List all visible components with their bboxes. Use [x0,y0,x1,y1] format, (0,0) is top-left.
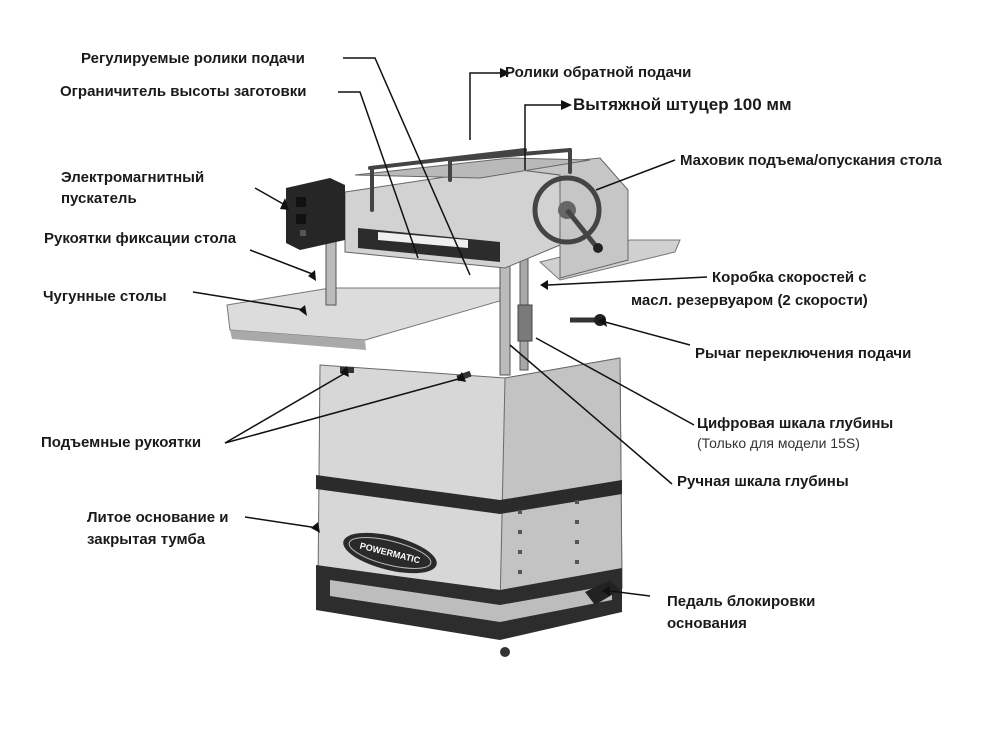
leader-dust-port [524,104,561,170]
leader-table-locks [249,249,316,276]
leader-lift-left [224,371,348,444]
return-rollers [368,148,572,212]
label-base-line1: Литое основание и [87,509,229,526]
label-mag-starter-line1: Электромагнитный [61,169,205,186]
label-handwheel: Маховик подъема/опускания стола [680,152,942,169]
cabinet-vents [518,500,579,574]
leader-return-rollers [469,72,500,140]
label-dust-port: Вытяжной штуцер 100 мм [573,95,792,114]
leader-mag-starter [254,187,286,206]
lock-pedal [585,580,620,605]
label-feed-lever: Рычаг переключения подачи [695,345,912,362]
label-table-locks: Рукоятки фиксации стола [44,230,237,247]
label-lift-handles: Подъемные рукоятки [41,434,202,451]
leader-base [244,516,319,529]
digital-scale [517,304,533,342]
leader-pedal [609,590,651,597]
label-pedal-line2: основания [667,615,747,632]
handwheel [532,175,603,253]
leader-lines [192,57,708,597]
label-base-line2: закрытая тумба [87,531,206,548]
label-cast-tables: Чугунные столы [43,288,167,305]
label-gearbox-line2: масл. резервуаром (2 скорости) [631,292,868,309]
leader-feed-rollers [343,57,471,276]
label-gearbox-line1: Коробка скоростей с [712,269,867,286]
label-digital-scale: Цифровая шкала глубины [697,415,894,432]
magnetic-starter [286,178,345,250]
leader-height-stop [338,91,419,259]
cabinet-base [316,357,623,657]
leader-gearbox [547,276,708,286]
leader-handwheel [595,159,676,191]
label-pedal-line1: Педаль блокировки [667,593,816,610]
leader-digital-scale [535,337,695,426]
label-manual-scale: Ручная шкала глубины [677,473,849,490]
leader-lift-right [224,377,463,444]
label-feed-rollers: Регулируемые ролики подачи [81,50,305,67]
cutter-head [344,157,629,279]
leader-cast-tables [192,291,306,311]
label-return-rollers: Ролики обратной подачи [505,64,692,81]
brand-badge [343,532,437,574]
leader-manual-scale [509,344,673,485]
leader-feed-lever [604,321,691,346]
label-digital-scale-note: (Только для модели 15S) [697,435,860,451]
label-mag-starter-line2: пускатель [61,190,137,207]
arrowheads [280,68,610,596]
label-height-stop: Ограничитель высоты заготовки [60,83,307,100]
